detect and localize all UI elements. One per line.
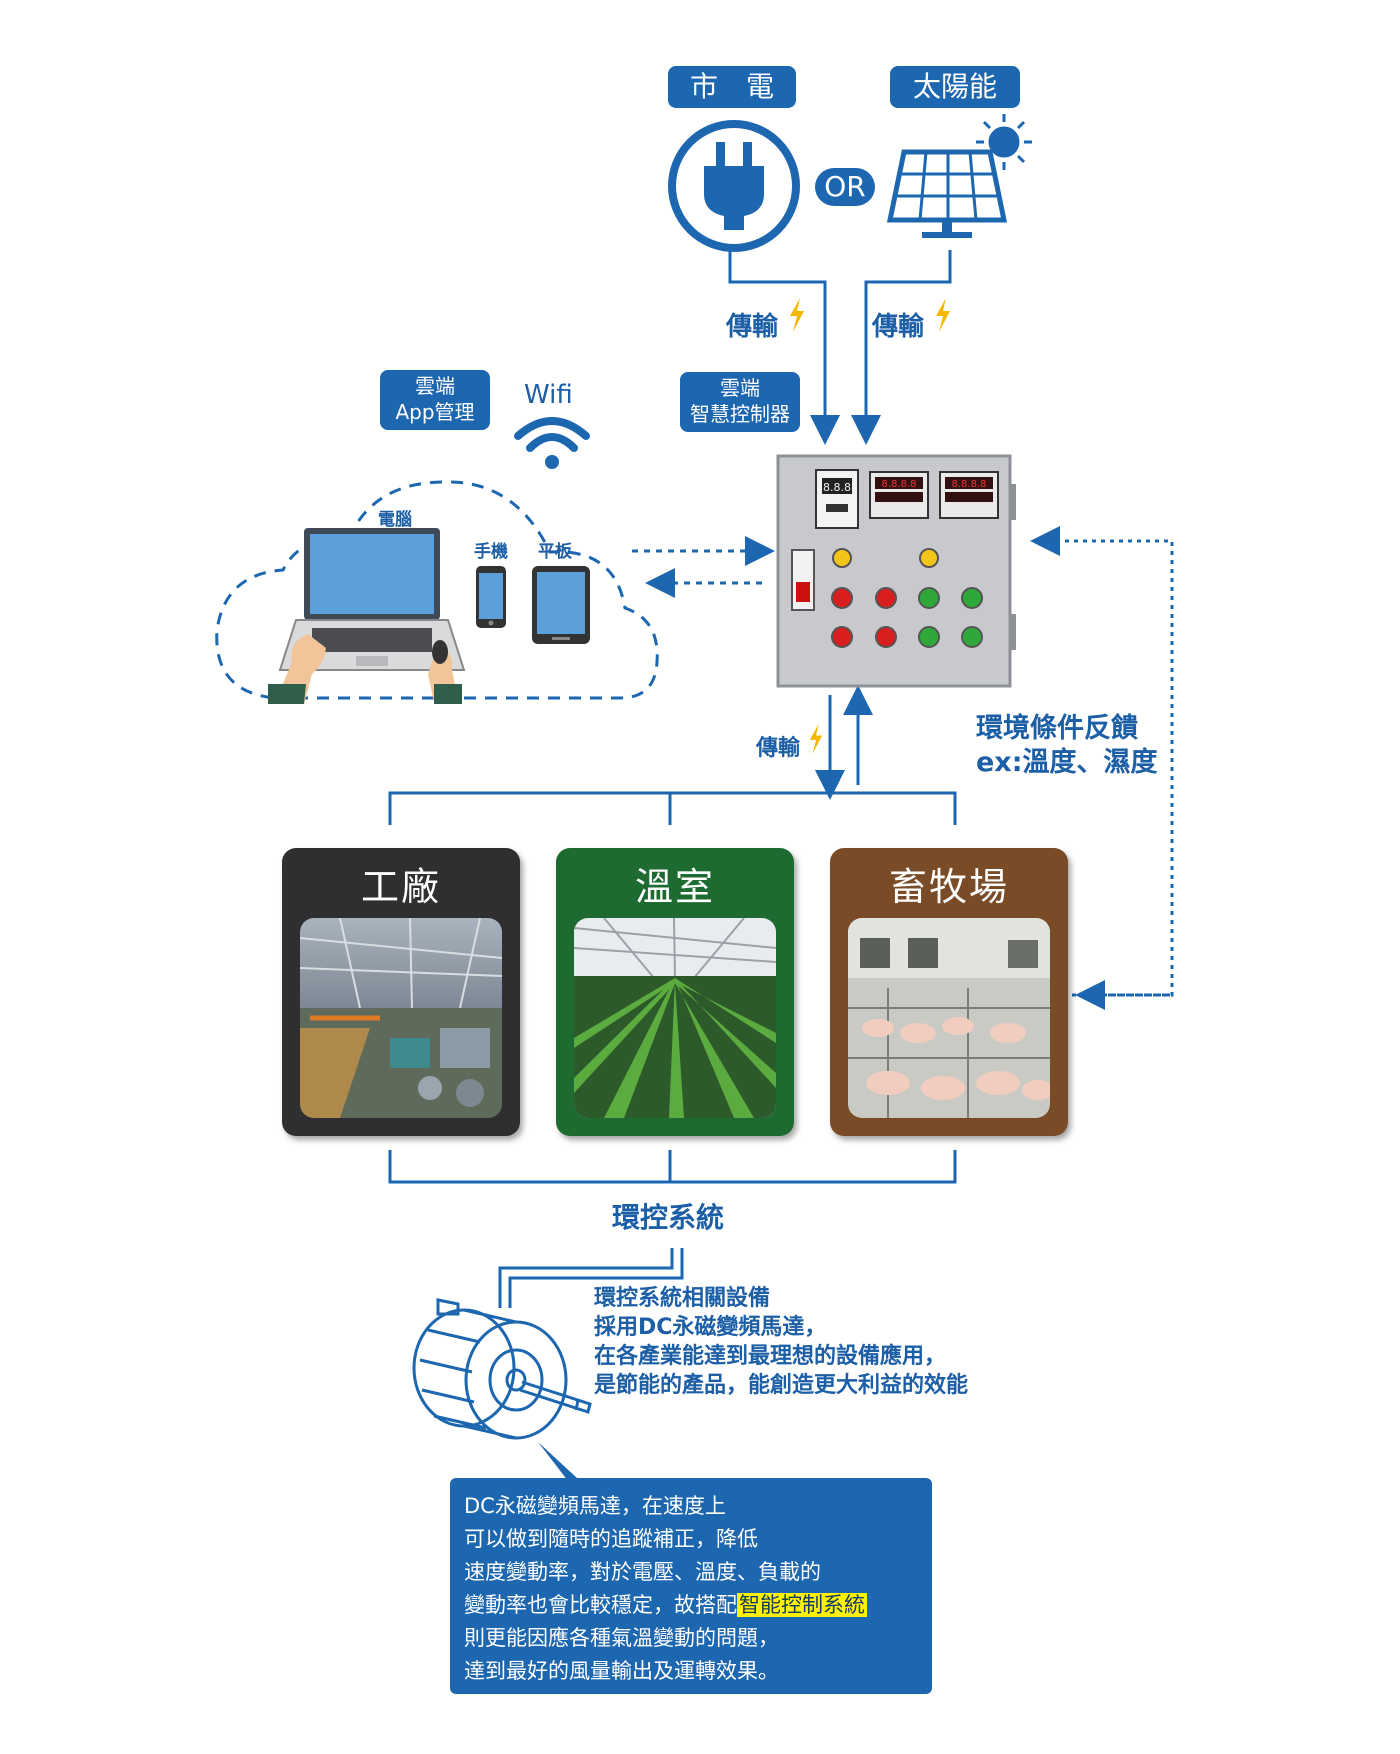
controller-label-line1: 雲端 — [720, 376, 760, 400]
laptop-icon — [268, 528, 466, 704]
motor-info-box: DC永磁變頻馬達，在速度上 可以做到隨時的追蹤補正，降低 速度變動率，對於電壓、… — [450, 1478, 932, 1694]
site-title-livestock: 畜牧場 — [888, 865, 1009, 909]
site-title-factory: 工廠 — [360, 865, 441, 909]
site-card-greenhouse: 溫室 — [556, 848, 794, 1136]
system-to-motor-line — [498, 1248, 674, 1308]
or-badge: OR — [815, 168, 875, 206]
grid-power-line — [728, 250, 840, 445]
motor-desc-line-1: 環控系統相關設備 — [594, 1286, 771, 1311]
info-line-1: DC永磁變頻馬達，在速度上 — [464, 1494, 726, 1518]
motor-desc-line-3: 在各產業能達到最理想的設備應用， — [594, 1344, 947, 1369]
grid-power-label: 市 電 — [668, 66, 796, 108]
cloud-outline — [215, 480, 659, 700]
controller-label-line2: 智慧控制器 — [690, 402, 790, 426]
cloud-app-label: 雲端 App管理 — [380, 370, 490, 430]
wifi-label: Wifi — [524, 380, 573, 410]
site-card-livestock: 畜牧場 — [830, 848, 1068, 1136]
motor-illustration — [412, 1298, 592, 1440]
motor-desc-line-2: 採用DC永磁變頻馬達， — [594, 1315, 827, 1340]
smart-control-highlight: 智能控制系統 — [737, 1593, 867, 1617]
info-line-5: 則更能因應各種氣溫變動的問題， — [464, 1626, 779, 1650]
lightning-icon — [936, 298, 950, 332]
lightning-icon — [809, 724, 823, 754]
controller-label: 雲端 智慧控制器 — [680, 372, 800, 432]
svg-text:8.8.8: 8.8.8 — [823, 481, 851, 494]
controller-cabinet: 8.8.8 8.8.8.8 8.8.8.8 — [776, 454, 1016, 688]
computer-label: 電腦 — [378, 510, 412, 530]
solar-panel-icon — [886, 114, 1032, 238]
transmit-down-label: 傳輸 — [756, 736, 801, 761]
greenhouse-photo — [574, 918, 776, 1118]
transmit-label-left: 傳輸 — [726, 312, 779, 342]
system-label: 環控系統 — [612, 1201, 725, 1234]
motor-desc-line-4: 是節能的產品，能創造更大利益的效能 — [594, 1373, 969, 1398]
feedback-line1: 環境條件反饋 — [976, 713, 1138, 744]
sites-top-bracket — [388, 791, 957, 825]
feedback-loop-line — [1030, 526, 1174, 997]
transmit-label-right: 傳輸 — [872, 312, 925, 342]
feedback-line2: ex:溫度、濕度 — [976, 747, 1158, 778]
svg-text:8.8.8.8: 8.8.8.8 — [952, 479, 987, 490]
power-plug-icon — [668, 120, 800, 252]
tablet-icon — [532, 566, 590, 644]
sites-bottom-bracket — [388, 1150, 957, 1184]
info-line-4-text: 變動率也會比較穩定，故搭配 — [464, 1593, 737, 1617]
info-line-3: 速度變動率，對於電壓、溫度、負載的 — [464, 1560, 821, 1584]
tablet-label: 平板 — [538, 542, 572, 562]
svg-text:8.8.8.8: 8.8.8.8 — [882, 479, 917, 490]
cloud-app-line1: 雲端 — [415, 374, 455, 398]
phone-label: 手機 — [474, 542, 508, 562]
site-card-factory: 工廠 — [282, 848, 520, 1136]
info-line-6: 達到最好的風量輸出及運轉效果。 — [464, 1659, 779, 1683]
info-line-2: 可以做到隨時的追蹤補正，降低 — [464, 1527, 758, 1551]
site-title-greenhouse: 溫室 — [634, 865, 715, 909]
lightning-icon — [790, 298, 804, 332]
feedback-label: 環境條件反饋 ex:溫度、濕度 — [976, 712, 1158, 780]
solar-power-line — [851, 250, 952, 445]
solar-power-label: 太陽能 — [890, 66, 1020, 108]
info-line-4: 變動率也會比較穩定，故搭配智能控制系統 — [464, 1589, 867, 1619]
phone-icon — [476, 566, 506, 628]
wifi-icon — [514, 417, 590, 469]
factory-photo — [300, 918, 502, 1118]
cloud-app-line2: App管理 — [395, 400, 475, 424]
livestock-photo — [848, 918, 1050, 1118]
motor-description: 環控系統相關設備 採用DC永磁變頻馬達， 在各產業能達到最理想的設備應用， 是節… — [594, 1284, 968, 1400]
